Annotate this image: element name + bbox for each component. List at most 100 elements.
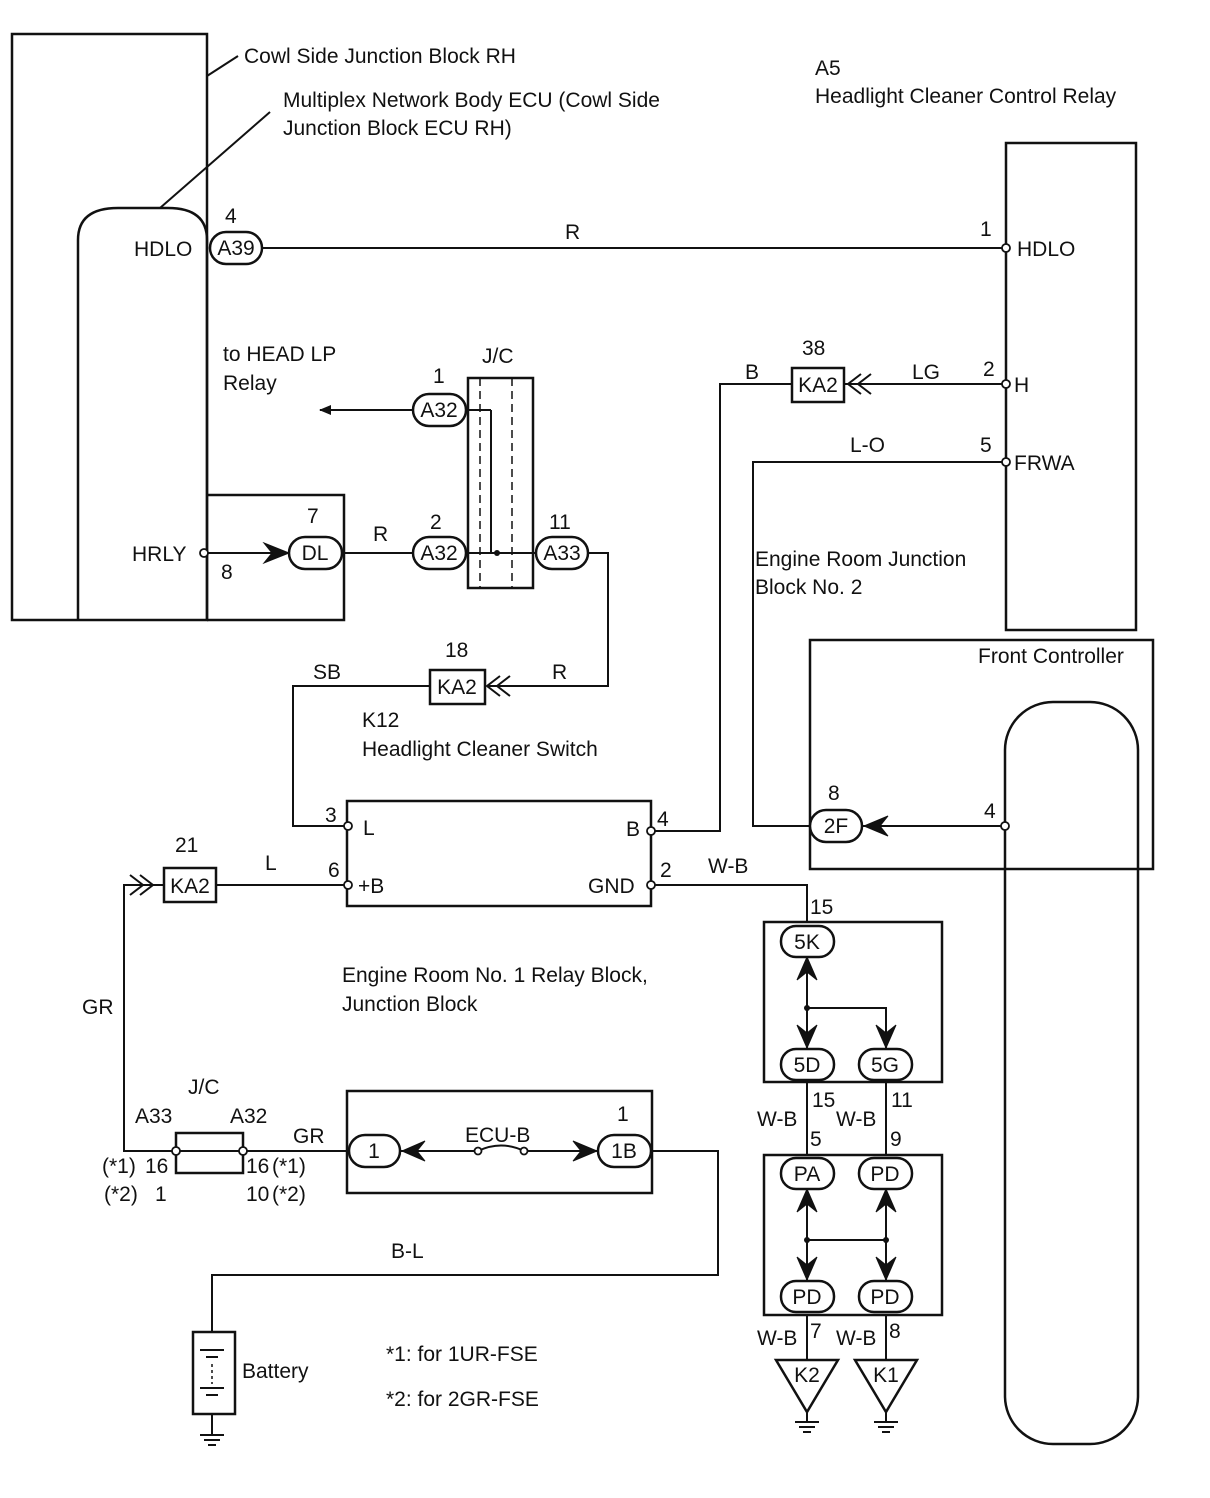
- body-ecu-label-line2: Junction Block ECU RH): [283, 117, 512, 140]
- relay-code: A5: [815, 57, 841, 80]
- jc-label-upper: J/C: [482, 345, 514, 368]
- battery-label: Battery: [242, 1360, 309, 1383]
- variant-2-left: (*2): [104, 1183, 138, 1206]
- body-ecu-label-line1: Multiplex Network Body ECU (Cowl Side: [283, 89, 660, 112]
- erjb-label-line1: Engine Room Junction: [755, 548, 966, 571]
- pin-3-l: 3: [325, 804, 337, 827]
- terminal-hdlo-ecu: HDLO: [134, 238, 192, 261]
- wire-wb-gnd: W-B: [708, 855, 748, 878]
- pin-8-2f: 8: [828, 782, 840, 805]
- terminal-gnd: GND: [588, 875, 635, 898]
- wire-lo: L-O: [850, 434, 885, 457]
- junction-block-lower: [762, 1153, 944, 1317]
- wire-r-top: R: [565, 221, 580, 244]
- wire-b: B: [745, 361, 759, 384]
- terminal-b: B: [626, 818, 640, 841]
- switch-name: Headlight Cleaner Switch: [362, 738, 598, 761]
- connector-dl: [287, 535, 344, 571]
- connector-pd-upper-label: PD: [870, 1163, 899, 1186]
- fuse-contact-left: [473, 1146, 483, 1156]
- relay-block-line2: Junction Block: [342, 993, 478, 1016]
- pin-1-a32: 1: [433, 365, 445, 388]
- pin-5-pa: 5: [810, 1128, 822, 1151]
- wires: [123, 247, 1006, 1435]
- connector-ka2-38: [790, 366, 846, 404]
- pin-6-plus-b: 6: [328, 859, 340, 882]
- wire-sb: SB: [313, 661, 341, 684]
- pin-2-gnd: 2: [660, 859, 672, 882]
- connector-2f: [808, 808, 864, 844]
- pin-2-a32: 2: [430, 511, 442, 534]
- front-controller-ecu: [1003, 700, 1140, 1446]
- pin-7-dl: 7: [307, 505, 319, 528]
- note-2: *2: for 2GR-FSE: [386, 1388, 539, 1411]
- wire-wb-left-lower: W-B: [757, 1327, 797, 1350]
- note-1: *1: for 1UR-FSE: [386, 1343, 538, 1366]
- relay-block-box: [345, 1089, 654, 1195]
- connector-1b-label: 1B: [611, 1140, 637, 1163]
- wire-lg: LG: [912, 361, 940, 384]
- connector-ka2-38-label: KA2: [798, 374, 838, 397]
- relay-name: Headlight Cleaner Control Relay: [815, 85, 1117, 108]
- connector-1b: [596, 1133, 653, 1169]
- switch-code: K12: [362, 709, 399, 732]
- ground-symbol-battery: [200, 1434, 224, 1446]
- pin-8-k1: 8: [889, 1320, 901, 1343]
- pin-11-a33: 11: [549, 511, 571, 534]
- connector-a32-2-label: A32: [420, 542, 457, 565]
- wire-gr-vertical: GR: [82, 996, 114, 1019]
- pin-16-left: 16: [145, 1155, 168, 1178]
- connector-1-label: 1: [368, 1140, 380, 1163]
- fuse-label: ECU-B: [465, 1124, 530, 1147]
- front-controller-box: [808, 638, 1155, 871]
- pin-38: 38: [802, 337, 825, 360]
- wire-gr-horizontal: GR: [293, 1125, 325, 1148]
- pin-16-right: 16: [246, 1155, 269, 1178]
- fuse-contact-right: [519, 1146, 529, 1156]
- pin-4-a39: 4: [225, 205, 237, 228]
- connector-pa-label: PA: [794, 1163, 820, 1186]
- pin-15-5k: 15: [810, 896, 833, 919]
- connector-1: [347, 1133, 402, 1169]
- pin-10-right: 10: [246, 1183, 269, 1206]
- jc-lower-a32: A32: [230, 1105, 267, 1128]
- headlight-cleaner-switch-box: [345, 799, 653, 908]
- pin-5-frwa: 5: [980, 434, 992, 457]
- pin-21-ka2: 21: [175, 834, 198, 857]
- connector-ka2-18-label: KA2: [437, 676, 477, 699]
- erjb-label-line2: Block No. 2: [755, 576, 862, 599]
- connector-dl-label: DL: [302, 542, 329, 565]
- connector-5d-label: 5D: [794, 1054, 821, 1077]
- connector-pd-lower-right: [857, 1279, 914, 1314]
- terminal-pins: [171, 243, 1011, 1156]
- to-relay-line2: Relay: [223, 372, 277, 395]
- connector-ka2-21: [162, 866, 218, 904]
- chevron-arrows: [129, 373, 897, 1282]
- terminal-h: H: [1014, 374, 1029, 397]
- variant-1-right: (*1): [272, 1155, 306, 1178]
- body-ecu-outline: [76, 206, 209, 620]
- connector-pd-upper: [857, 1156, 914, 1191]
- jc-lower: [174, 1131, 245, 1175]
- jc-lower-a33: A33: [135, 1105, 172, 1128]
- jc-label-lower: J/C: [188, 1076, 220, 1099]
- wire-wb-left-upper: W-B: [757, 1108, 797, 1131]
- wire-r-ka2: R: [552, 661, 567, 684]
- connector-a32-1-label: A32: [420, 399, 457, 422]
- variant-2-right: (*2): [272, 1183, 306, 1206]
- connector-ka2-21-label: KA2: [170, 875, 210, 898]
- pin-4-b: 4: [657, 808, 669, 831]
- connector-5g: [857, 1047, 914, 1082]
- connector-5d: [779, 1047, 836, 1082]
- connector-5k: [779, 924, 836, 959]
- terminal-l: L: [363, 817, 375, 840]
- pin-1-1b: 1: [617, 1103, 629, 1126]
- connector-a39: [208, 230, 264, 266]
- wire-wb-right-lower: W-B: [836, 1327, 876, 1350]
- wire-r-dl: R: [373, 523, 388, 546]
- pin-11-5g: 11: [891, 1089, 913, 1112]
- connector-a33-label: A33: [543, 542, 580, 565]
- pin-9-pd: 9: [890, 1128, 902, 1151]
- terminal-hrly: HRLY: [132, 543, 186, 566]
